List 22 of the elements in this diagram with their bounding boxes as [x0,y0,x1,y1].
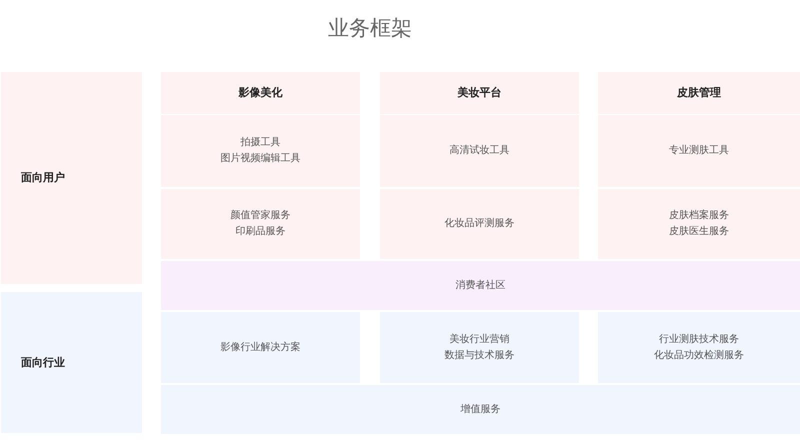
service-name: 行业测肤技术服务 [659,332,739,346]
diagram-title: 业务框架 [327,16,413,42]
service-name: 皮肤档案服务 [669,208,729,223]
service-name: 颜值管家服务 [230,208,290,223]
service-name: 图片视频编辑工具 [220,152,300,166]
audience-label: 面向行业 [21,356,65,370]
service-name: 化妆品功效检测服务 [654,348,744,362]
service-name: 专业测肤工具 [669,144,729,158]
service-name: 影像行业解决方案 [220,340,300,354]
service-name: 美妆行业营销 [450,332,510,346]
service-name: 化妆品评测服务 [444,216,514,231]
column-heading: 皮肤管理 [677,86,721,101]
service-name: 数据与技术服务 [444,348,514,362]
service-name: 皮肤医生服务 [669,224,729,239]
service-name: 高清试妆工具 [450,144,510,158]
column-heading: 美妆平台 [458,85,502,101]
service-name: 增值服务 [460,402,500,416]
service-name: 印刷品服务 [236,224,286,239]
audience-label: 面向用户 [21,170,65,186]
column-heading: 影像美化 [238,85,282,101]
service-name: 拍摄工具 [240,136,280,150]
service-name: 消费者社区 [456,278,506,292]
